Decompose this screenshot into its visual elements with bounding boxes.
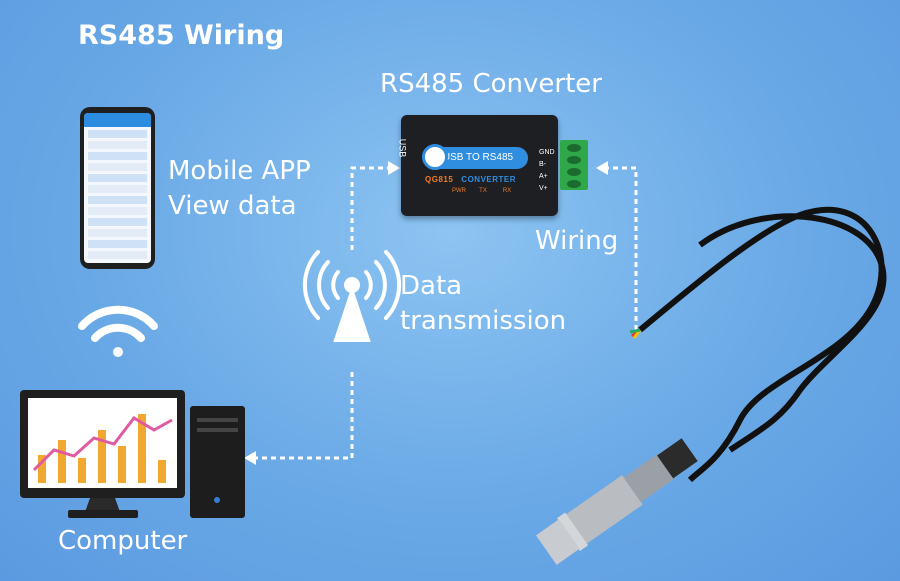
signal-tower-icon: [302, 250, 402, 342]
terminal-block: [560, 140, 588, 190]
computer-icon: [20, 390, 245, 518]
wifi-icon: [78, 305, 158, 357]
wiring-label: Wiring: [535, 226, 619, 256]
view-data-label: View data: [168, 191, 297, 221]
mobile-app-label: Mobile APP: [168, 156, 311, 186]
sensor-probe-icon: [536, 206, 887, 565]
data-label: Data: [400, 271, 463, 301]
phone-icon: [80, 107, 155, 269]
pin-labels: GND B- A+ V+: [539, 149, 555, 192]
usb-port-label: USB: [397, 138, 408, 158]
arrow-tower-to-computer: [256, 372, 354, 460]
computer-label: Computer: [58, 526, 188, 556]
transmission-label: transmission: [400, 306, 567, 336]
converter-label: RS485 Converter: [380, 69, 602, 99]
arrow-tower-to-converter: [350, 166, 392, 250]
diagram-title: RS485 Wiring: [78, 20, 285, 51]
converter-badge: USB TO RS485: [422, 144, 528, 170]
arrow-sensor-to-terminal: [608, 166, 638, 330]
